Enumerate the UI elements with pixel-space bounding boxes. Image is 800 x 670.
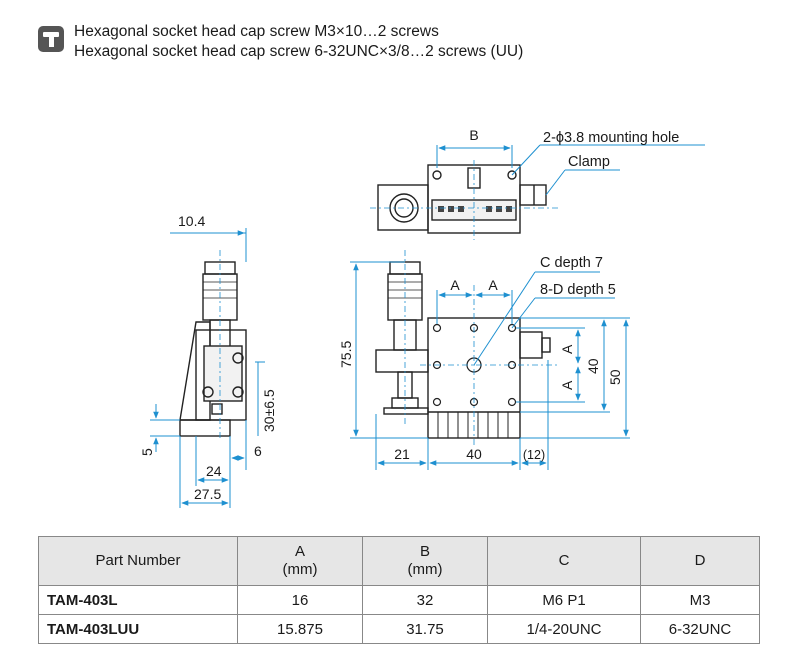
- side-view: [179, 261, 247, 437]
- dim-40-vertical: 40: [585, 358, 601, 374]
- header-text: Hexagonal socket head cap screw M3×10…2 …: [74, 22, 523, 62]
- table-row: TAM-403L 16 32 M6 P1 M3: [38, 585, 760, 615]
- cell-a: 16: [237, 585, 363, 615]
- table-row: TAM-403LUU 15.875 31.75 1/4-20UNC 6-32UN…: [38, 614, 760, 644]
- cell-a: 15.875: [237, 614, 363, 644]
- dim-6: 6: [254, 443, 262, 459]
- col-c: C: [487, 536, 641, 586]
- dim-a-1: A: [450, 277, 460, 293]
- dim-a-vertical-2: A: [559, 380, 575, 390]
- header-line-2: Hexagonal socket head cap screw 6-32UNC×…: [74, 43, 524, 60]
- col-a: A(mm): [237, 536, 363, 586]
- header: Hexagonal socket head cap screw M3×10…2 …: [38, 22, 523, 62]
- dim-50: 50: [607, 369, 623, 385]
- callout-d-depth: 8-D depth 5: [540, 282, 616, 298]
- dim-a-vertical-1: A: [559, 344, 575, 354]
- col-b: B(mm): [362, 536, 488, 586]
- dim-a-2: A: [488, 277, 498, 293]
- dim-27-5: 27.5: [194, 486, 221, 502]
- dim-40-horizontal: 40: [466, 446, 482, 462]
- technical-drawing: B 2-ϕ3.8 mounting hole Clamp: [139, 127, 705, 508]
- dim-21: 21: [394, 446, 410, 462]
- callout-c-depth: C depth 7: [540, 255, 603, 271]
- spec-table: Part Number A(mm) B(mm) C D TAM-403L 16 …: [38, 536, 760, 644]
- dim-24: 24: [206, 463, 222, 479]
- dim-b-label: B: [469, 127, 478, 143]
- cell-part-number: TAM-403LUU: [38, 614, 238, 644]
- dim-30: 30±6.5: [261, 389, 277, 432]
- cell-b: 31.75: [362, 614, 488, 644]
- dim-10-4: 10.4: [178, 213, 205, 229]
- header-line-1: Hexagonal socket head cap screw M3×10…2 …: [74, 23, 439, 40]
- dim-5: 5: [139, 448, 155, 456]
- cell-b: 32: [362, 585, 488, 615]
- cell-part-number: TAM-403L: [38, 585, 238, 615]
- dim-12: (12): [523, 448, 545, 462]
- dim-75-5: 75.5: [338, 341, 354, 368]
- screw-icon: [38, 26, 64, 52]
- top-view: [377, 164, 547, 234]
- table-header-row: Part Number A(mm) B(mm) C D: [38, 536, 760, 586]
- cell-d: M3: [640, 585, 760, 615]
- cell-d: 6-32UNC: [640, 614, 760, 644]
- callout-clamp: Clamp: [568, 154, 610, 170]
- cell-c: M6 P1: [487, 585, 641, 615]
- callout-mounting-hole: 2-ϕ3.8 mounting hole: [543, 130, 679, 146]
- cell-c: 1/4-20UNC: [487, 614, 641, 644]
- col-d: D: [640, 536, 760, 586]
- col-part-number: Part Number: [38, 536, 238, 586]
